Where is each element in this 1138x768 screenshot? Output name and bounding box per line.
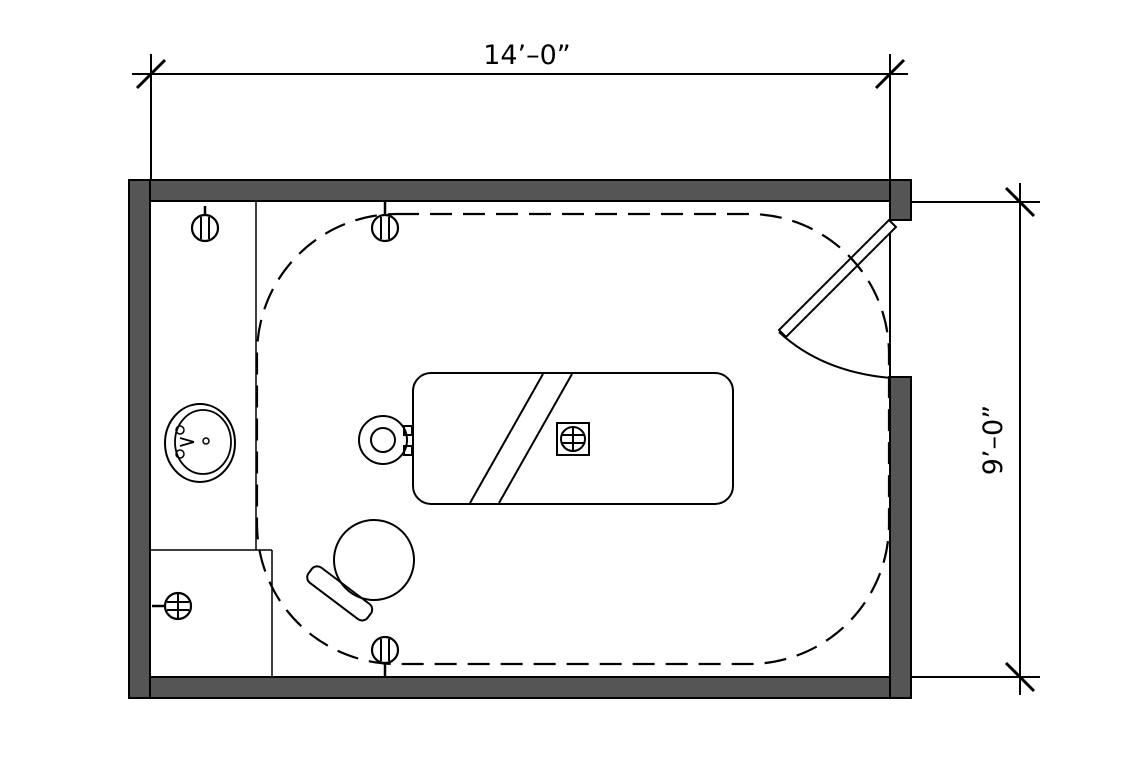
foot-pedal-icon <box>306 565 374 622</box>
door-swing <box>778 331 892 379</box>
stool-icon <box>333 519 415 601</box>
height-dimension: 9’–0” <box>908 183 1040 695</box>
counter <box>150 201 273 677</box>
wall-right-upper <box>889 179 912 221</box>
face-cradle-icon <box>358 415 413 465</box>
width-dimension: 14’–0” <box>132 40 908 188</box>
sink-drain-icon <box>202 437 210 445</box>
outlet-icon <box>190 206 220 243</box>
wall-right-lower <box>889 376 912 699</box>
sink <box>164 403 236 483</box>
faucet-icon <box>175 425 195 459</box>
clearance-zone <box>255 212 891 666</box>
table-fold-line <box>469 373 573 504</box>
walls <box>128 179 912 699</box>
sink-bowl-inner <box>174 409 232 475</box>
outlet-icon <box>152 591 193 621</box>
door <box>777 218 898 379</box>
wall-top <box>128 179 912 202</box>
sink-bowl-outer <box>164 403 236 483</box>
wall-bottom <box>128 676 912 699</box>
wall-left <box>128 179 151 699</box>
door-leaf <box>777 218 898 339</box>
height-dimension-label: 9’–0” <box>978 405 1009 475</box>
width-dimension-label: 14’–0” <box>483 40 571 71</box>
outlet-icon <box>370 635 400 677</box>
floor-outlet-icon <box>556 422 590 456</box>
treatment-table <box>358 372 734 505</box>
table-top <box>412 372 734 505</box>
outlet-icon <box>370 201 400 243</box>
